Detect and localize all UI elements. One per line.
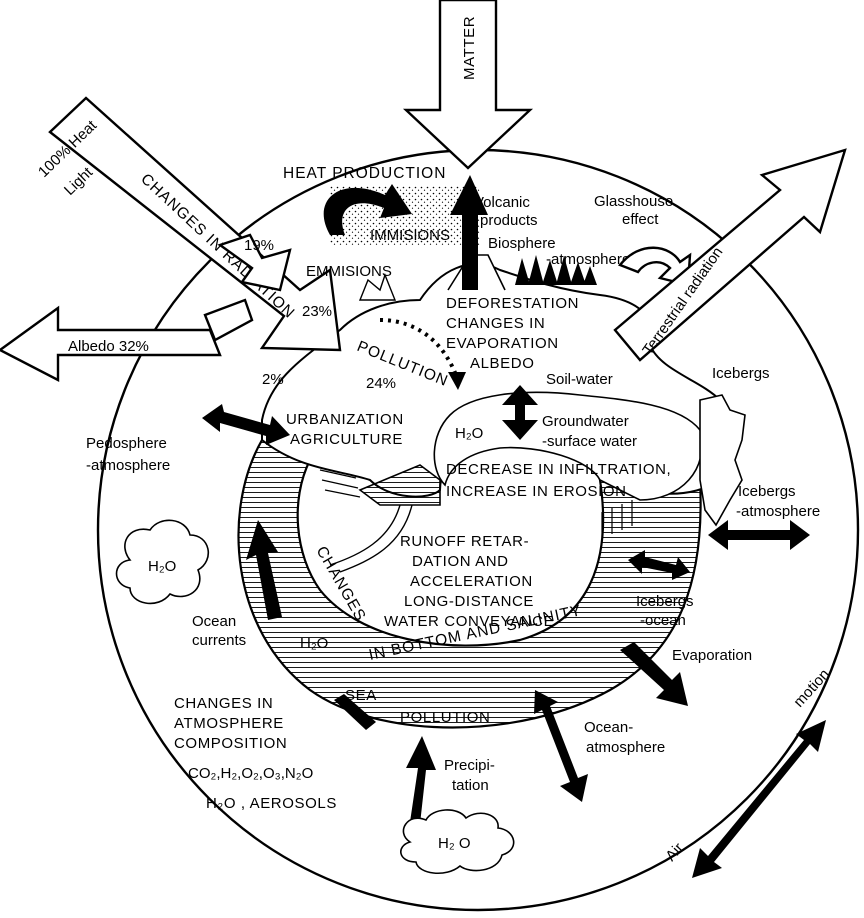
runoff-label-3: ACCELERATION: [410, 573, 533, 590]
inner-land-outline: [433, 391, 703, 501]
cloud-bottom: [400, 809, 515, 874]
pedosphere-arrow: [202, 404, 290, 445]
ocean-atmosphere-label-1: Ocean-: [584, 719, 633, 736]
infiltration-label-2: INCREASE IN EROSION: [446, 483, 627, 500]
pct-2-label: 2%: [262, 371, 284, 388]
pct-19-label: 19%: [244, 237, 274, 254]
h2o-land-label: H₂O: [455, 425, 483, 442]
icebergs-atmosphere-arrow: [708, 520, 810, 550]
pollution-arrowhead: [448, 372, 466, 390]
deforestation-label-1: DEFORESTATION: [446, 295, 579, 312]
sea-pollution-label: POLLUTION: [400, 709, 490, 726]
icebergs-label: Icebergs: [712, 365, 770, 382]
matter-label: MATTER: [461, 16, 478, 80]
cloud-left: [115, 519, 210, 605]
precipitation-label-2: tation: [452, 777, 489, 794]
groundwater-label-2: -surface water: [542, 433, 637, 450]
groundwater-arrow: [502, 385, 538, 440]
pedosphere-label-1: Pedosphere: [86, 435, 167, 452]
emmisions-label: EMMISIONS: [306, 263, 392, 280]
reflect-19-arrow: [217, 233, 292, 292]
runoff-label-5: WATER CONVEYANCE: [384, 613, 554, 630]
sea-pollution-marker: [334, 694, 376, 730]
factory: [358, 272, 397, 301]
matter-arrow: [402, 0, 534, 170]
h2o-cloud-left-label: H₂O: [148, 558, 176, 575]
deforestation-label-4: ALBEDO: [470, 355, 534, 372]
deforestation-label-2: CHANGES IN: [446, 315, 545, 332]
icebergs-ocean-label-2: -ocean: [640, 612, 686, 629]
atmosphere-composition-label-3: COMPOSITION: [174, 735, 287, 752]
icebergs-ocean-arrow: [628, 550, 690, 580]
biosphere-atmosphere-label-1: Biosphere: [488, 235, 556, 252]
terrestrial-radiation-arrow: [613, 148, 847, 362]
h2o-ocean-label: H₂O: [300, 635, 328, 652]
runoff-label-2: DATION AND: [412, 553, 509, 570]
evaporation-arrow: [620, 642, 688, 706]
heat-production-arrow: [323, 184, 412, 235]
agriculture-label: AGRICULTURE: [290, 431, 403, 448]
biosphere-atmosphere-label-2: -atmosphere: [546, 251, 630, 268]
volcanic-output-arrow: [450, 175, 488, 290]
land-input-arrows: [319, 469, 361, 498]
icebergs-atmosphere-label-2: -atmosphere: [736, 503, 820, 520]
heat-production-label: HEAT PRODUCTION: [283, 165, 446, 182]
runoff-label-4: LONG-DISTANCE: [404, 593, 534, 610]
aerosols-label: H₂O , AEROSOLS: [206, 795, 337, 812]
heat-light-label-2: Light: [61, 163, 97, 198]
infiltration-arrows: [601, 500, 633, 538]
river: [329, 504, 413, 573]
ocean-atmosphere-label-2: atmosphere: [586, 739, 665, 756]
dam: [358, 464, 441, 506]
branch-23-arrow: [203, 298, 254, 342]
volcanic-products-label-2: products: [480, 212, 538, 229]
atmosphere-composition-label-4: CO₂,H₂,O₂,O₃,N₂O: [188, 765, 313, 782]
ocean-currents-label-1: Ocean: [192, 613, 236, 630]
albedo-label: Albedo 32%: [68, 338, 149, 355]
soil-water-label: Soil-water: [546, 371, 613, 388]
evaporation-label: Evaporation: [672, 647, 752, 664]
runoff-label-1: RUNOFF RETAR-: [400, 533, 529, 550]
volcanic-products-label-1: Volcanic: [474, 194, 530, 211]
sea-label: SEA: [345, 687, 377, 704]
pct-24-label: 24%: [366, 375, 396, 392]
urbanization-label: URBANIZATION: [286, 411, 404, 428]
air-motion-label-2: motion: [790, 666, 833, 711]
albedo-arrow: [0, 305, 222, 382]
pedosphere-label-2: -atmosphere: [86, 457, 170, 474]
icebergs-atmosphere-label-1: Icebergs: [738, 483, 796, 500]
groundwater-label-1: Groundwater: [542, 413, 629, 430]
precipitation-label-1: Precipi-: [444, 757, 495, 774]
ocean-currents-arrow: [246, 520, 282, 620]
ocean-currents-label-2: currents: [192, 632, 246, 649]
h2o-cloud-bottom-label: H₂ O: [438, 835, 471, 852]
glasshouse-effect-label-2: effect: [622, 211, 659, 228]
precipitation-arrow: [406, 736, 436, 824]
icebergs-ocean-label-1: Icebergs: [636, 593, 694, 610]
deforestation-label-3: EVAPORATION: [446, 335, 559, 352]
atmosphere-composition-label-1: CHANGES IN: [174, 695, 273, 712]
air-motion-arrow: [692, 720, 826, 878]
pollution-dotted-arrow: [379, 318, 458, 376]
ocean-ring: [237, 438, 702, 729]
ocean-atmosphere-arrow: [534, 690, 588, 802]
forest: [515, 255, 597, 285]
pct-23-label: 23%: [302, 303, 332, 320]
atmosphere-composition-label-2: ATMOSPHERE: [174, 715, 284, 732]
glasshouse-effect-label-1: Glasshouse: [594, 193, 673, 210]
iceberg-area: [699, 394, 746, 527]
immisions-label: IMMISIONS: [370, 227, 450, 244]
infiltration-label-1: DECREASE IN INFILTRATION,: [446, 461, 671, 478]
